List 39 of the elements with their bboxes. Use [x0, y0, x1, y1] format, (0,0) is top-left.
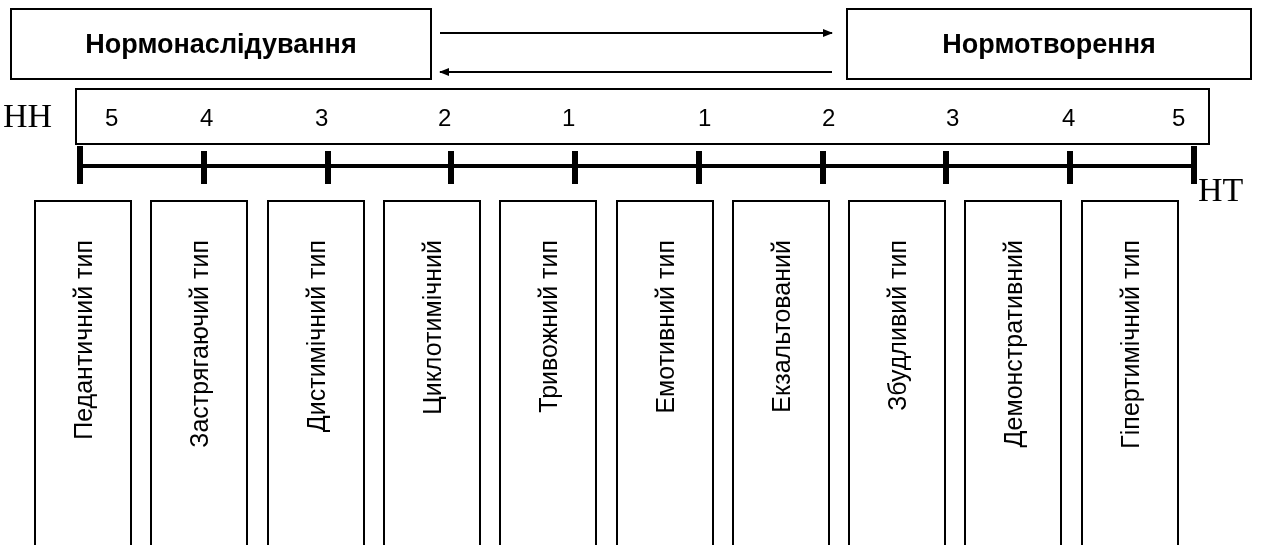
type-box	[34, 200, 132, 545]
type-box	[150, 200, 249, 545]
type-box	[615, 200, 714, 545]
type-box	[382, 200, 481, 545]
box-title: Нормонаслідування	[85, 27, 357, 61]
label-box	[846, 8, 1252, 80]
type-box	[848, 200, 947, 545]
label-box	[10, 8, 432, 80]
axis-label: НТ	[1198, 170, 1244, 210]
type-label: Демонстративний	[998, 240, 1029, 448]
type-label: Збудливий тип	[882, 240, 913, 411]
arrow	[439, 29, 833, 37]
type-box	[266, 200, 365, 545]
scale-number: 1	[562, 103, 576, 133]
scale-number: 3	[315, 103, 329, 133]
type-label: Тривожний тип	[533, 240, 564, 413]
type-label: Екзальтований	[765, 240, 796, 413]
type-label: Емотивний тип	[649, 240, 680, 414]
type-label: Педантичний тип	[68, 240, 98, 440]
type-box	[499, 200, 598, 545]
scale-number: 3	[946, 103, 960, 133]
type-box	[964, 200, 1063, 545]
scale-number: 4	[1062, 103, 1076, 133]
type-box	[1080, 200, 1179, 545]
scale-number: 2	[438, 103, 452, 133]
arrow	[439, 68, 833, 76]
scale-number: 2	[822, 103, 836, 133]
scale-number: 5	[1172, 103, 1186, 133]
type-label: Гіпертимічний тип	[1114, 240, 1145, 449]
type-box	[731, 200, 830, 545]
type-label: Застрягаючий тип	[184, 240, 215, 448]
axis-label: НН	[3, 96, 53, 136]
type-label: Циклотимічний	[416, 240, 447, 415]
scale-number: 1	[698, 103, 712, 133]
scale-box	[75, 88, 1210, 145]
scale-number: 5	[105, 103, 119, 133]
type-label: Дистимічний тип	[300, 240, 331, 433]
box-title: Нормотворення	[942, 27, 1156, 61]
scale-number: 4	[200, 103, 214, 133]
